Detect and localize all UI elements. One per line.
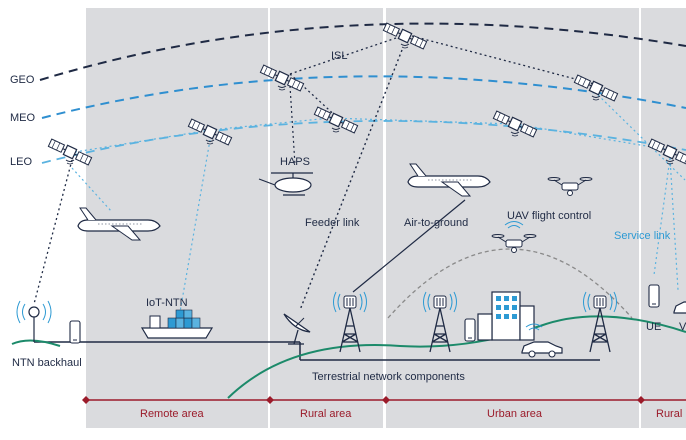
feeder-link <box>299 49 403 311</box>
service-link-2 <box>669 157 679 291</box>
area-marker-1 <box>82 396 90 404</box>
phone-icon-backhaul <box>69 320 81 344</box>
geo-label: GEO <box>10 74 35 86</box>
helicopter-icon <box>258 172 313 196</box>
terrestrial-label: Terrestrial network components <box>312 371 465 383</box>
car-icon <box>521 341 563 358</box>
air-to-ground-link <box>352 199 466 293</box>
uav-flight-control-label: UAV flight control <box>507 210 592 222</box>
urban-dome <box>387 248 633 319</box>
isl-link-6 <box>329 117 516 125</box>
panel-rural-right <box>641 8 686 428</box>
meo-label: MEO <box>10 112 36 124</box>
area-marker-2 <box>266 396 274 404</box>
geo-orbit <box>39 22 686 81</box>
service-link-3 <box>597 94 686 181</box>
panel-urban <box>386 8 639 428</box>
area-marker-3 <box>382 396 390 404</box>
air-to-ground-label: Air-to-ground <box>404 217 469 229</box>
building-icon <box>477 291 535 341</box>
iot-ntn-label: IoT-NTN <box>146 297 188 309</box>
v-label: V <box>679 321 686 333</box>
isl-link-7 <box>514 123 671 151</box>
iot-link <box>179 139 211 313</box>
area-marker-4 <box>637 396 645 404</box>
phone-icon-ue <box>648 284 660 308</box>
haps-link <box>289 85 296 166</box>
wifi-icon-building <box>525 323 543 331</box>
ship-icon <box>140 309 214 339</box>
feeder-link-label: Feeder link <box>305 217 360 229</box>
area-label-remote: Remote area <box>140 408 204 420</box>
panel-remote <box>86 8 268 428</box>
isl-label: ISL <box>331 50 348 62</box>
haps-label: HAPS <box>280 156 310 168</box>
wifi-icon-drone <box>504 221 524 229</box>
area-label-urban: Urban area <box>487 408 543 420</box>
leo-label: LEO <box>10 156 33 168</box>
ntn-backhaul-label: NTN backhaul <box>12 357 82 369</box>
ue-label: UE <box>646 321 662 333</box>
phone-icon-urban <box>464 318 476 342</box>
car-icon-right <box>673 301 686 314</box>
area-label-rural-right: Rural <box>656 408 683 420</box>
dish-antenna-icon-feeder <box>283 313 311 345</box>
dish-antenna-icon-backhaul <box>16 300 52 342</box>
isl-link-5 <box>209 117 331 131</box>
isl-link-2 <box>411 35 599 86</box>
ground-left <box>11 339 61 347</box>
area-label-rural: Rural area <box>300 408 352 420</box>
service-link-label: Service link <box>614 230 671 242</box>
ground-line <box>227 315 686 399</box>
